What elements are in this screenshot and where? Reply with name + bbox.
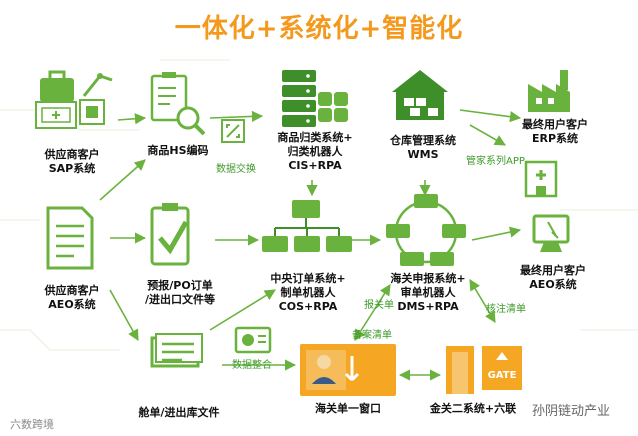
hs-code-label: 商品HS编码 (147, 144, 209, 157)
data-integrate-label: 数据整合 (232, 360, 272, 371)
watermark-left: 六数跨境 (10, 418, 54, 431)
watermark-right: 孙阴链动产业 (532, 404, 611, 419)
po-line2: /进出口文件等 (144, 293, 216, 306)
po-clipboard-icon (150, 203, 190, 266)
supplier-sap-label: 供应商客户 SAP系统 (30, 148, 114, 176)
window-label: 海关单一窗口 (315, 402, 381, 415)
supplier-sap-line1: 供应商客户 (44, 148, 100, 161)
steward-app-label: 管家系列APP (466, 156, 525, 167)
arrow-wms-to-erp (459, 109, 522, 123)
classify-line2: 归类机器人 (287, 145, 343, 158)
gate-label: 金关二系统+六联 (429, 402, 517, 415)
wms-line2: WMS (407, 148, 439, 161)
gate-sign-text: GATE (487, 370, 517, 381)
wms-label: 仓库管理系统 WMS (378, 134, 468, 162)
gate-icon (446, 346, 522, 394)
supplier-sap-line2: SAP系统 (48, 162, 96, 175)
supplier-aeo-line2: AEO系统 (48, 298, 96, 311)
classify-label: 商品归类系统+ 归类机器人 CIS+RPA (262, 131, 368, 173)
manifest-docs-icon (150, 333, 203, 368)
arrow-aeo-to-manifest (109, 289, 139, 341)
enduser-aeo-line2: AEO系统 (529, 278, 577, 291)
manifest-label: 舱单/进出库文件 (138, 406, 220, 419)
classify-line1: 商品归类系统+ (277, 131, 353, 144)
supplier-aeo-doc-icon (46, 206, 94, 270)
hs-code-icon (150, 72, 206, 136)
page-title: 一体化+系统化+智能化 (174, 14, 464, 44)
erp-line2: ERP系统 (531, 132, 579, 145)
customs-network-icon (386, 194, 466, 266)
po-line1: 预报/PO订单 (147, 279, 213, 292)
customs-label: 海关申报系统+ 审单机器人 DMS+RPA (378, 272, 478, 314)
supplier-sap-icon (35, 70, 113, 129)
arrow-aeo-to-hs (99, 159, 146, 201)
arrow-manifest-to-central (209, 289, 276, 331)
customs-line3: DMS+RPA (397, 300, 459, 313)
enduser-aeo-line1: 最终用户客户 (520, 264, 586, 277)
wms-line1: 仓库管理系统 (390, 134, 456, 147)
arrow-wms-to-app (469, 124, 506, 146)
single-window-icon (300, 344, 396, 396)
arrow-customs-to-window (354, 284, 391, 341)
customs-line2: 审单机器人 (400, 286, 456, 299)
supplier-aeo-line1: 供应商客户 (44, 284, 100, 297)
central-line2: 制单机器人 (280, 286, 336, 299)
erp-line1: 最终用户客户 (522, 118, 588, 131)
po-label: 预报/PO订单 /进出口文件等 (132, 279, 228, 307)
data-exchange-icon (221, 119, 245, 143)
arrow-sap-to-hs (117, 113, 147, 125)
declare-label: 报关单 (364, 300, 394, 311)
enduser-monitor-icon (532, 214, 570, 252)
warehouse-icon (392, 70, 448, 120)
verify-label: 核注清单 (486, 304, 526, 315)
data-integrate-icon (234, 326, 272, 354)
central-network-icon (262, 200, 352, 252)
central-line3: COS+RPA (278, 300, 338, 313)
factory-icon (528, 70, 570, 112)
enduser-aeo-label: 最终用户客户 AEO系统 (506, 264, 600, 292)
app-building-icon (524, 160, 558, 198)
classify-line3: CIS+RPA (288, 159, 342, 172)
supplier-aeo-label: 供应商客户 AEO系统 (30, 284, 114, 312)
arrow-customs-to-enduser (471, 226, 522, 241)
customs-line1: 海关申报系统+ (390, 272, 466, 285)
data-exchange-label: 数据交换 (216, 164, 256, 175)
arrow-customs-to-gate (469, 279, 496, 323)
erp-label: 最终用户客户 ERP系统 (510, 118, 600, 146)
filing-label: 备案清单 (352, 330, 392, 341)
classify-server-icon (282, 70, 348, 127)
central-line1: 中央订单系统+ (270, 272, 346, 285)
arrow-hs-to-classify (209, 110, 264, 122)
central-label: 中央订单系统+ 制单机器人 COS+RPA (258, 272, 358, 314)
